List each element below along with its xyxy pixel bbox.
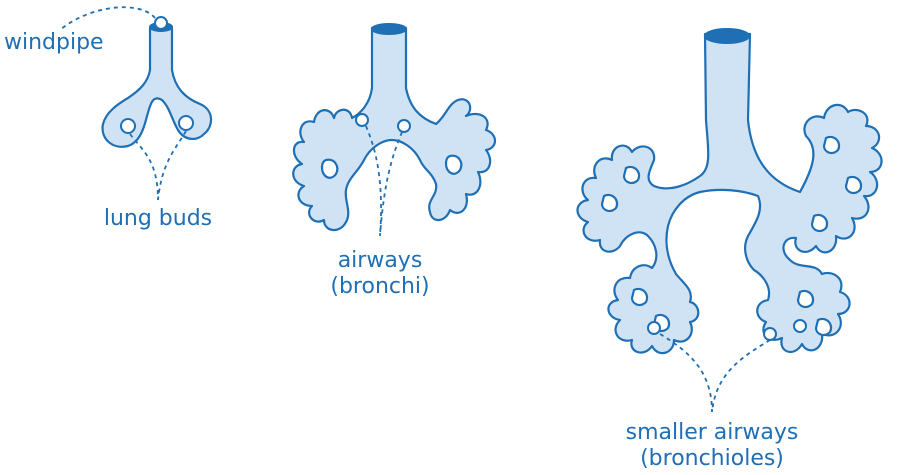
stage-3-gap-5	[822, 135, 841, 155]
airways-leader-left	[365, 125, 382, 237]
stage-2-right-bronchus-marker	[397, 119, 411, 133]
stage-2-bronchi	[292, 23, 497, 237]
stage-3-airway-tree	[576, 32, 883, 355]
stage-3-gap-7	[810, 213, 829, 233]
stage-1-windpipe-marker	[154, 16, 168, 30]
stage-3-windpipe-opening	[704, 28, 750, 44]
stage-3-right-bronchiole-marker-2	[793, 319, 807, 333]
airways-leader-right	[379, 131, 403, 237]
airways-label: airways (bronchi)	[320, 248, 440, 300]
stage-2-airway-tree	[292, 26, 497, 232]
stage-3-gap-1	[600, 193, 619, 213]
stage-1-airway-tree	[101, 26, 213, 148]
stage-3-right-bronchiole-marker-1	[763, 327, 777, 341]
stage-3-gap-9	[814, 317, 833, 337]
windpipe-label: windpipe	[4, 30, 104, 55]
stage-2-left-bronchus-marker	[355, 113, 369, 127]
smaller-airways-label: smaller airways (bronchioles)	[612, 420, 812, 472]
airways-label-line-2: (bronchi)	[330, 274, 430, 299]
smaller-airways-label-line-1: smaller airways	[625, 420, 799, 445]
smaller-airways-label-line-2: (bronchioles)	[640, 446, 784, 471]
stage-2-right-gap	[444, 154, 463, 175]
stage-1-lung-buds	[59, 6, 213, 201]
stage-2-left-gap	[320, 158, 339, 179]
windpipe-leader-line	[59, 6, 156, 31]
stage-1-left-bud-marker	[120, 118, 136, 134]
stage-2-windpipe-opening	[371, 23, 407, 35]
airways-label-line-1: airways	[337, 248, 423, 273]
stage-3-gap-3	[630, 287, 649, 307]
stage-3-gap-6	[844, 175, 863, 195]
lung-buds-leader-right	[157, 130, 187, 201]
smaller-airways-leader-right	[711, 339, 771, 413]
lung-buds-label: lung buds	[103, 206, 213, 231]
stage-3-bronchioles	[576, 28, 883, 413]
stage-3-gap-8	[796, 289, 815, 309]
stage-3-left-bronchiole-marker	[647, 321, 661, 335]
stage-1-right-bud-marker	[178, 115, 194, 131]
smaller-airways-leader-left	[659, 333, 713, 413]
stage-3-gap-2	[622, 165, 641, 185]
